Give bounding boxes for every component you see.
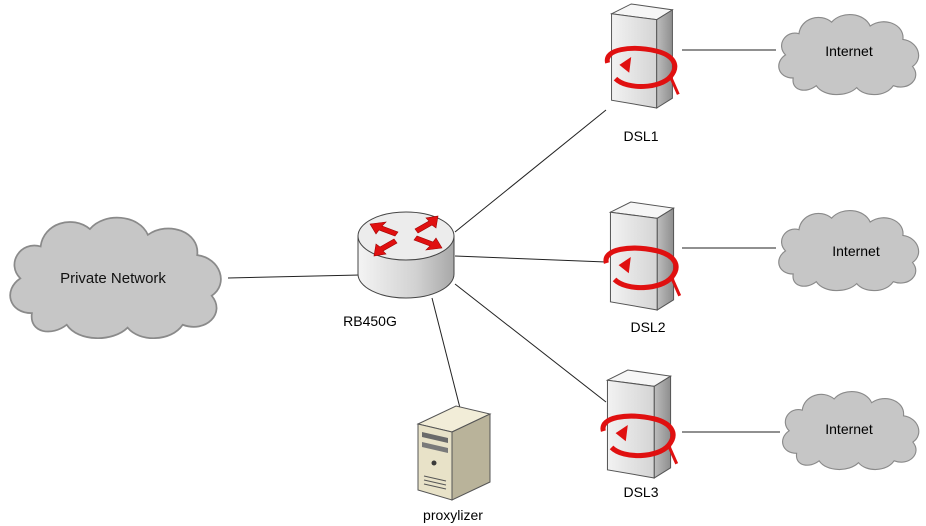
link-router-dsl1 [454,109,607,233]
modem-tower-icon [603,370,677,478]
router-label: RB450G [343,313,397,329]
internet-label-1: Internet [825,43,873,59]
modem-tower-icon [607,4,678,108]
dsl1-label: DSL1 [623,128,658,144]
link-private-router [227,274,361,279]
dsl2-modem: DSL2 [606,202,680,335]
links [227,49,780,433]
link-router-proxy [431,297,461,409]
internet-cloud-2: Internet [778,209,920,292]
private-network-label: Private Network [60,270,166,287]
dsl3-modem: DSL3 [603,370,677,500]
dsl2-label: DSL2 [630,319,665,335]
proxylizer-server: proxylizer [416,405,492,523]
dsl1-modem: DSL1 [607,4,678,144]
internet-cloud-1: Internet [778,13,920,96]
internet-label-3: Internet [825,421,873,437]
internet-label-2: Internet [832,243,880,259]
router-icon [357,211,455,299]
link-router-dsl2 [454,255,607,263]
dsl3-label: DSL3 [623,484,658,500]
server-icon [416,405,492,501]
link-router-dsl3 [454,283,607,403]
internet-cloud-3: Internet [781,390,920,471]
router-rb450g: RB450G [343,211,455,329]
modem-tower-icon [606,202,680,310]
private-network-cloud: Private Network [9,216,222,340]
proxylizer-label: proxylizer [423,507,483,523]
